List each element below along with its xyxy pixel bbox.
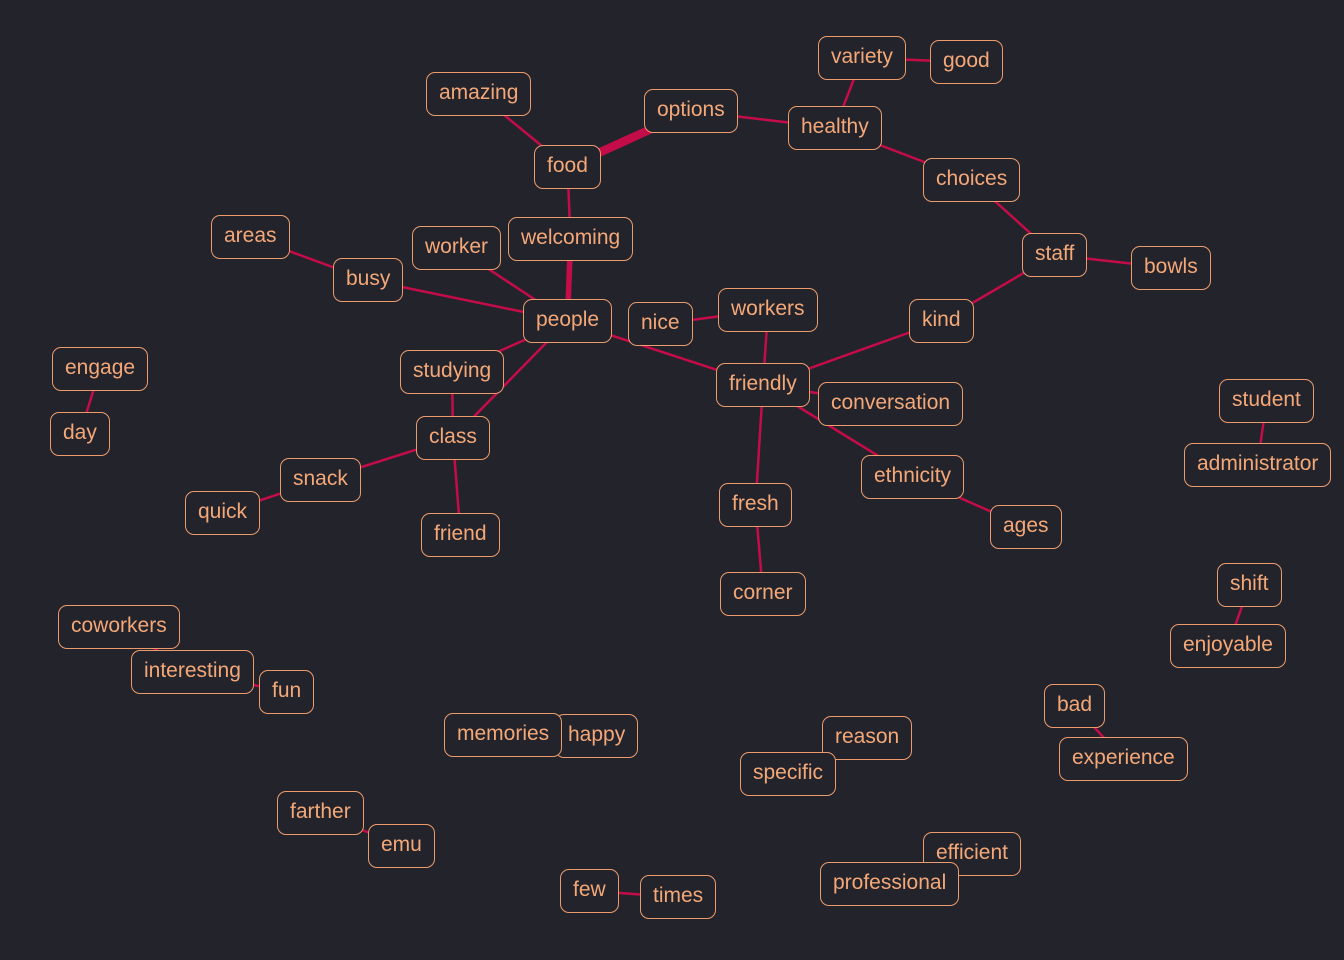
word-node-people: people xyxy=(523,299,613,343)
word-node-specific: specific xyxy=(740,752,837,796)
word-node-engage: engage xyxy=(52,347,149,391)
word-node-food: food xyxy=(534,145,601,189)
word-node-friend: friend xyxy=(421,513,500,557)
word-node-memories: memories xyxy=(444,713,563,757)
word-node-shift: shift xyxy=(1217,563,1282,607)
word-node-worker: worker xyxy=(412,226,502,270)
word-node-coworkers: coworkers xyxy=(58,605,180,649)
word-node-times: times xyxy=(640,875,717,919)
word-node-good: good xyxy=(930,40,1003,84)
word-node-kind: kind xyxy=(909,299,974,343)
word-node-administrator: administrator xyxy=(1184,443,1332,487)
word-node-quick: quick xyxy=(185,491,261,535)
word-node-workers: workers xyxy=(718,288,818,332)
word-node-conversation: conversation xyxy=(818,382,964,426)
word-node-interesting: interesting xyxy=(131,650,254,694)
word-node-nice: nice xyxy=(628,302,693,346)
word-node-staff: staff xyxy=(1022,233,1088,277)
word-node-few: few xyxy=(560,869,619,913)
word-node-studying: studying xyxy=(400,350,505,394)
word-node-fun: fun xyxy=(259,670,315,714)
word-node-busy: busy xyxy=(333,258,404,302)
word-node-enjoyable: enjoyable xyxy=(1170,624,1286,668)
word-node-healthy: healthy xyxy=(788,106,882,150)
word-node-corner: corner xyxy=(720,572,806,616)
word-node-friendly: friendly xyxy=(716,363,810,407)
word-node-variety: variety xyxy=(818,36,906,80)
word-node-experience: experience xyxy=(1059,737,1188,781)
word-node-bad: bad xyxy=(1044,684,1106,728)
word-node-reason: reason xyxy=(822,716,913,760)
word-node-options: options xyxy=(644,89,738,133)
word-node-farther: farther xyxy=(277,791,364,835)
word-node-ages: ages xyxy=(990,505,1062,549)
word-node-student: student xyxy=(1219,379,1314,423)
word-node-welcoming: welcoming xyxy=(508,217,634,261)
word-node-emu: emu xyxy=(368,824,435,868)
word-node-snack: snack xyxy=(280,458,361,502)
word-node-class: class xyxy=(416,416,490,460)
word-node-professional: professional xyxy=(820,862,960,906)
word-node-fresh: fresh xyxy=(719,483,792,527)
word-node-day: day xyxy=(50,412,110,456)
word-node-bowls: bowls xyxy=(1131,246,1211,290)
word-node-choices: choices xyxy=(923,158,1021,202)
word-node-happy: happy xyxy=(555,714,639,758)
word-node-ethnicity: ethnicity xyxy=(861,455,965,499)
word-node-amazing: amazing xyxy=(426,72,532,116)
word-node-areas: areas xyxy=(211,215,290,259)
